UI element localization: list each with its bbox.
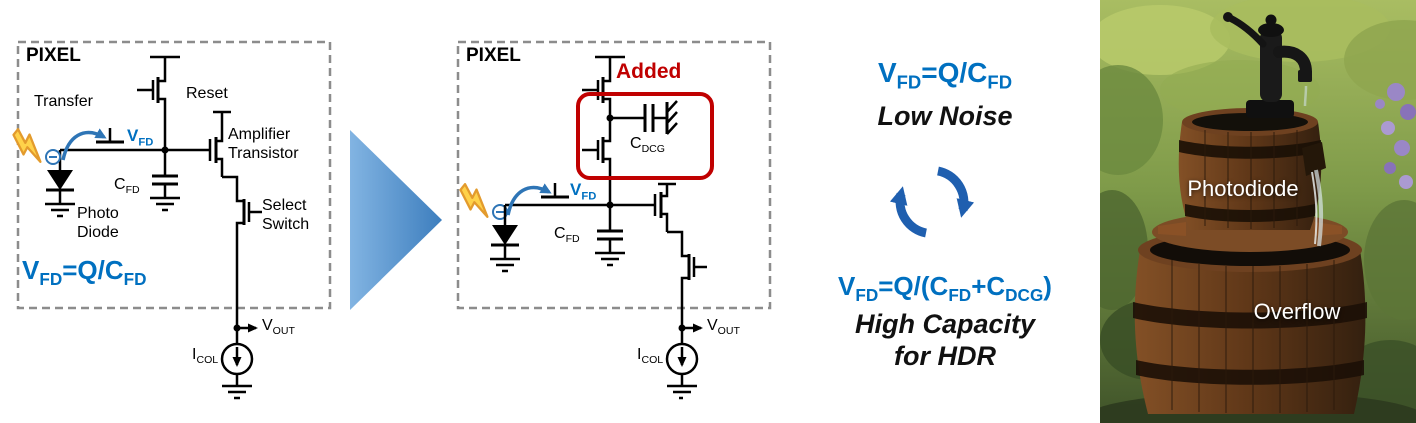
pixel-boundary-2 bbox=[456, 40, 772, 310]
photodiode-label-1: Photo Diode bbox=[77, 205, 119, 241]
amplifier-transistor-1 bbox=[208, 110, 231, 177]
amplifier-label-1: Amplifier Transistor bbox=[228, 126, 299, 162]
minus-charge-icon-1 bbox=[45, 149, 61, 165]
transfer-gate-1 bbox=[60, 128, 210, 152]
benefit-high-capacity-line2: for HDR bbox=[894, 341, 996, 371]
current-source-2 bbox=[665, 328, 699, 400]
vout-label-1: VOUT bbox=[262, 317, 295, 338]
pixel-boundary-1 bbox=[16, 40, 332, 310]
upper-barrel bbox=[1178, 108, 1326, 230]
equation-basic: VFD=Q/CFD bbox=[22, 255, 147, 290]
charge-transfer-arrow-icon-2 bbox=[506, 183, 552, 216]
cfd-capacitor-1 bbox=[150, 150, 180, 212]
overflow-spout bbox=[1302, 142, 1326, 176]
pixel-circuit-dcg bbox=[456, 40, 772, 400]
added-highlight-box bbox=[576, 92, 714, 180]
pixel-title-1: PIXEL bbox=[26, 45, 81, 66]
cycle-arrows-icon bbox=[889, 166, 975, 238]
cdcg-label: CDCG bbox=[630, 135, 665, 156]
transition-arrow-icon bbox=[350, 130, 442, 310]
select-switch-1 bbox=[222, 175, 262, 328]
vfd-label-1: VFD bbox=[127, 126, 154, 149]
icol-label-2: ICOL bbox=[637, 346, 664, 367]
hand-pump bbox=[1223, 12, 1312, 118]
added-label: Added bbox=[616, 60, 682, 83]
photo-label-overflow: Overflow bbox=[1253, 299, 1341, 324]
pixel-circuit-basic bbox=[12, 40, 332, 400]
reset-transistor-1 bbox=[137, 55, 180, 150]
pixel-title-2: PIXEL bbox=[466, 45, 521, 66]
icol-label-1: ICOL bbox=[192, 346, 219, 367]
transfer-gate-2 bbox=[505, 183, 655, 207]
cfd-label-1: CFD bbox=[114, 176, 140, 197]
benefit-high-capacity-line1: High Capacity bbox=[854, 309, 1036, 339]
reset-transistor-2 bbox=[582, 55, 625, 118]
lightning-icon-2 bbox=[459, 183, 489, 218]
current-source-1 bbox=[220, 328, 254, 400]
cfd-label-2: CFD bbox=[554, 225, 580, 246]
dcg-transistor bbox=[582, 118, 612, 205]
equation-high-capacity: VFD=Q/(CFD+CDCG) bbox=[838, 271, 1052, 306]
barrel-fountain-photo bbox=[1100, 0, 1416, 423]
minus-charge-icon-2 bbox=[492, 204, 508, 220]
lightning-icon-1 bbox=[12, 128, 42, 163]
reset-label-1: Reset bbox=[186, 85, 228, 102]
cdcg-capacitor bbox=[610, 100, 678, 135]
benefit-low-noise: Low Noise bbox=[877, 101, 1013, 131]
vfd-label-2: VFD bbox=[570, 180, 597, 203]
transfer-label-1: Transfer bbox=[34, 93, 93, 110]
vout-label-2: VOUT bbox=[707, 317, 740, 338]
purple-flowers bbox=[1375, 83, 1416, 189]
select-label-1: Select Switch bbox=[262, 197, 310, 233]
photo-label-photodiode: Photodiode bbox=[1187, 176, 1299, 201]
select-switch-2 bbox=[667, 230, 707, 328]
charge-transfer-arrow-icon-1 bbox=[61, 128, 107, 161]
amplifier-transistor-2 bbox=[653, 182, 676, 232]
equation-low-noise: VFD=Q/CFD bbox=[877, 57, 1013, 93]
water-stream bbox=[1303, 85, 1324, 247]
cfd-capacitor-2 bbox=[595, 205, 625, 267]
photodiode-symbol-2 bbox=[490, 205, 520, 273]
